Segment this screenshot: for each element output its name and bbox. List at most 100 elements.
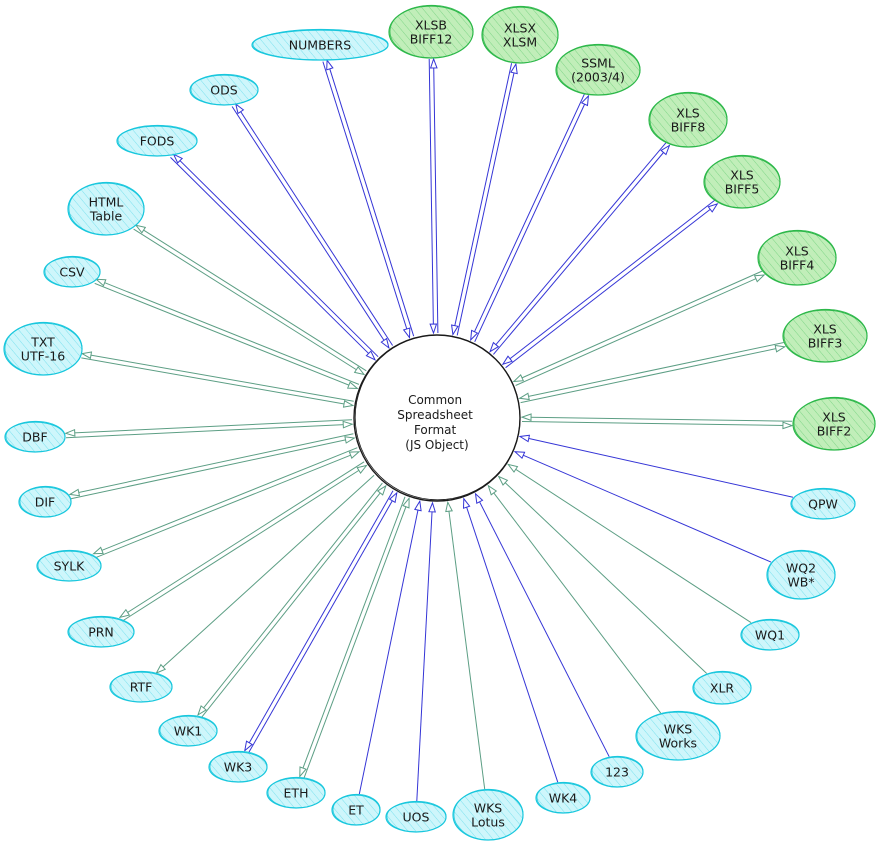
- node-label-prn: PRN: [88, 625, 114, 640]
- node-fods: FODS: [116, 124, 198, 157]
- node-label-line: (2003/4): [571, 70, 625, 85]
- node-label-line: XLSB: [415, 18, 447, 33]
- node-ssml: SSML(2003/4): [555, 43, 641, 96]
- node-label-line: Lotus: [471, 815, 505, 830]
- edge-wq1: [506, 463, 752, 624]
- node-label-line: BIFF8: [671, 120, 706, 135]
- edges: [64, 57, 794, 802]
- node-label-line: XLSX: [504, 21, 536, 36]
- node-prn: PRN: [67, 615, 135, 648]
- node-wk4: WK4: [535, 781, 591, 814]
- node-label-line: BIFF12: [410, 32, 453, 47]
- center-label-line-1: Common: [408, 393, 462, 407]
- edge-fods: [170, 153, 379, 361]
- edge-wq2: [513, 451, 772, 563]
- node-label-line: XLSM: [503, 35, 537, 50]
- node-label-line: RTF: [130, 680, 153, 695]
- edge-txt: [80, 351, 355, 408]
- edge-numbers: [322, 58, 415, 340]
- node-label-line: XLR: [710, 681, 735, 696]
- node-rtf: RTF: [109, 670, 173, 703]
- node-label-line: XLS: [822, 410, 846, 425]
- node-csv: CSV: [43, 255, 101, 288]
- node-label-line: SSML: [581, 56, 615, 71]
- node-label-wk4: WK4: [549, 791, 578, 806]
- node-label-xlr: XLR: [710, 681, 735, 696]
- node-label-line: WK4: [549, 791, 578, 806]
- node-label-line: PRN: [88, 625, 114, 640]
- node-label-rtf: RTF: [130, 680, 153, 695]
- edge-prn: [118, 461, 368, 622]
- edge-dbf: [64, 419, 354, 439]
- edge-html: [133, 224, 367, 376]
- node-label-line: BIFF5: [725, 182, 760, 197]
- node-label-line: Table: [89, 209, 123, 224]
- node-label-uos: UOS: [403, 810, 430, 825]
- edge-xls-biff4: [512, 270, 766, 386]
- node-label-qpw: QPW: [808, 497, 838, 512]
- edge-qpw: [518, 434, 794, 498]
- node-label-dbf: DBF: [22, 430, 47, 445]
- node-label-dif: DIF: [35, 495, 56, 510]
- node-label-line: DIF: [35, 495, 56, 510]
- node-label-line: BIFF2: [817, 424, 852, 439]
- edge-wk4: [462, 497, 559, 783]
- center-node: Common Spreadsheet Format (JS Object): [353, 334, 521, 502]
- node-dbf: DBF: [4, 420, 66, 453]
- node-label-numbers: NUMBERS: [289, 38, 351, 53]
- node-label-line: ET: [348, 803, 364, 818]
- center-label-line-3: Format: [414, 423, 457, 437]
- edge-xlr: [497, 475, 707, 674]
- node-label-line: UOS: [403, 810, 430, 825]
- edge-xls-biff2: [520, 413, 794, 430]
- edge-ssml: [470, 93, 590, 343]
- node-uos: UOS: [385, 800, 447, 833]
- node-label-line: Works: [659, 736, 697, 751]
- center-label-line-4: (JS Object): [405, 438, 468, 452]
- node-sylk: SYLK: [36, 549, 102, 582]
- node-label-line: XLS: [676, 106, 700, 121]
- node-label-wk3: WK3: [224, 760, 253, 775]
- node-label-ssml: SSML(2003/4): [571, 56, 625, 85]
- node-label-line: WK3: [224, 760, 253, 775]
- edge-csv: [94, 278, 360, 390]
- edge-dif: [68, 433, 356, 500]
- node-label-eth: ETH: [284, 786, 309, 801]
- edge-xls-biff5: [501, 200, 719, 369]
- edge-wk3: [244, 490, 398, 754]
- node-wk3: WK3: [208, 750, 268, 783]
- edge-wks-lotus: [445, 500, 486, 790]
- node-et: ET: [331, 793, 381, 826]
- node-dif: DIF: [18, 485, 72, 518]
- center-label-line-2: Spreadsheet: [397, 408, 473, 422]
- node-label-line: SYLK: [54, 559, 86, 574]
- node-qpw: QPW: [790, 487, 856, 520]
- edge-wks-works: [487, 484, 662, 714]
- node-label-sylk: SYLK: [54, 559, 86, 574]
- node-label-csv: CSV: [59, 265, 85, 280]
- node-label-fods: FODS: [140, 134, 175, 149]
- node-label-line: HTML: [89, 195, 124, 210]
- edge-sylk: [92, 447, 361, 559]
- node-label-line: XLS: [730, 168, 754, 183]
- node-label-line: WQ1: [755, 628, 785, 643]
- node-xlr: XLR: [692, 670, 752, 705]
- edge-xlsx: [451, 62, 518, 336]
- node-label-line: FODS: [140, 134, 175, 149]
- node-label-line: WQ2: [786, 561, 816, 576]
- node-label-line: WKS: [474, 801, 503, 816]
- node-ods: ODS: [189, 73, 259, 106]
